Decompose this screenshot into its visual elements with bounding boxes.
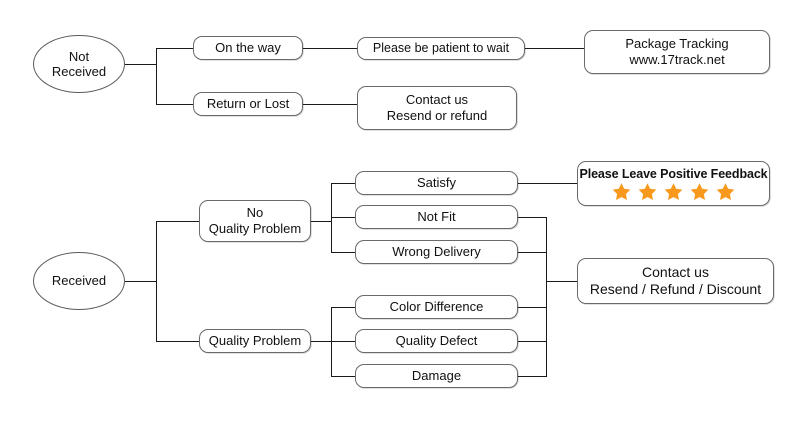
node-received[interactable]: Received [33, 252, 125, 310]
connector-fan-to-damage [331, 376, 355, 377]
connector-split-to-quality-problem [156, 341, 199, 342]
connector-wait-to-tracking [525, 48, 584, 49]
node-damage[interactable]: Damage [355, 364, 518, 388]
node-satisfy[interactable]: Satisfy [355, 171, 518, 195]
node-quality-defect[interactable]: Quality Defect [355, 329, 518, 353]
connector-not-fit-to-merge [518, 217, 546, 218]
connector-fan-to-satisfy [331, 183, 355, 184]
node-return-or-lost[interactable]: Return or Lost [193, 92, 303, 116]
feedback-title: Please Leave Positive Feedback [579, 166, 768, 181]
connector-color-difference-to-merge [518, 307, 546, 308]
connector-damage-to-merge [518, 376, 546, 377]
connector-fan-to-wrong-delivery [331, 252, 355, 253]
star-rating[interactable] [612, 182, 735, 201]
node-contact-resend-refund[interactable]: Contact us Resend or refund [357, 86, 517, 130]
connector-split-to-return-or-lost [156, 104, 193, 105]
node-wrong-delivery[interactable]: Wrong Delivery [355, 240, 518, 264]
connector-satisfy-to-feedback [518, 183, 577, 184]
connector-not-received-to-split [125, 64, 156, 65]
node-color-difference[interactable]: Color Difference [355, 295, 518, 319]
node-not-received[interactable]: Not Received [33, 35, 125, 93]
node-package-tracking[interactable]: Package Tracking www.17track.net [584, 30, 770, 74]
merge-bar-resolution [546, 217, 547, 377]
connector-fan-to-quality-defect [331, 341, 355, 342]
connector-quality-problem-to-fan [311, 341, 331, 342]
connector-return-or-lost-to-contact [303, 104, 357, 105]
connector-split-to-on-the-way [156, 48, 193, 49]
connector-fan-to-color-difference [331, 307, 355, 308]
split-bar-received [156, 221, 157, 342]
star-icon[interactable] [612, 182, 631, 201]
node-please-be-patient[interactable]: Please be patient to wait [357, 37, 525, 60]
node-on-the-way[interactable]: On the way [193, 36, 303, 60]
node-no-quality-problem[interactable]: No Quality Problem [199, 200, 311, 242]
node-resolution-contact-us[interactable]: Contact us Resend / Refund / Discount [577, 258, 774, 304]
connector-received-to-split [125, 281, 156, 282]
connector-on-the-way-to-wait [303, 48, 357, 49]
connector-quality-defect-to-merge [518, 341, 546, 342]
connector-fan-to-not-fit [331, 217, 355, 218]
node-positive-feedback[interactable]: Please Leave Positive Feedback [577, 161, 770, 206]
connector-no-quality-problem-to-fan [311, 221, 331, 222]
node-quality-problem[interactable]: Quality Problem [199, 329, 311, 353]
star-icon[interactable] [690, 182, 709, 201]
star-icon[interactable] [638, 182, 657, 201]
split-bar-not-received [156, 48, 157, 104]
connector-split-to-no-quality-problem [156, 221, 199, 222]
connector-merge-to-resolution [546, 281, 577, 282]
connector-wrong-delivery-to-merge [518, 252, 546, 253]
star-icon[interactable] [716, 182, 735, 201]
node-not-fit[interactable]: Not Fit [355, 205, 518, 229]
star-icon[interactable] [664, 182, 683, 201]
